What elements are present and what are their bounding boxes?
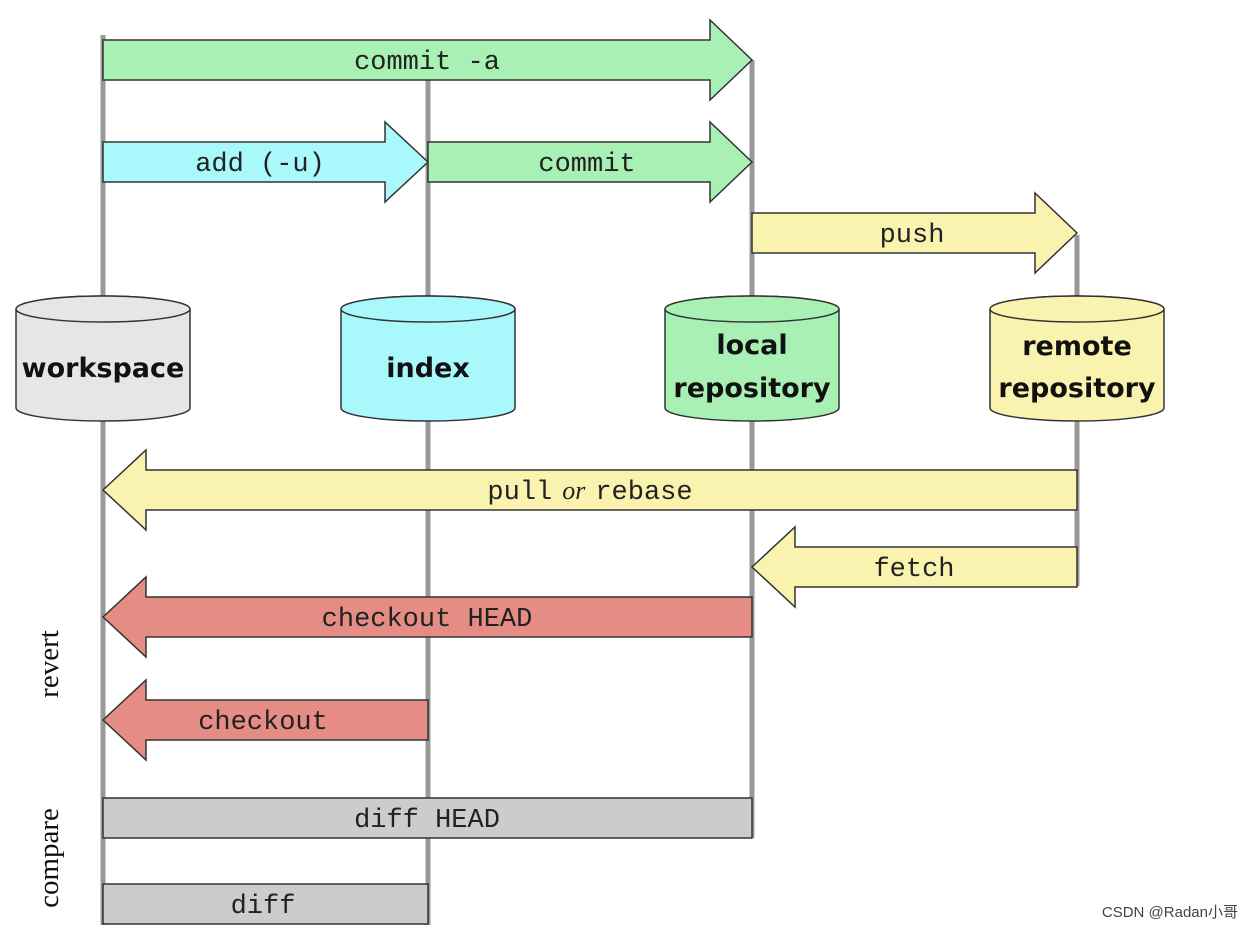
local-repository-cylinder-top (664, 295, 840, 323)
watermark: CSDN @Radan小哥 (1102, 904, 1238, 921)
workspace-label: workspace (22, 353, 185, 384)
index-store: index (340, 295, 516, 422)
local-repository-label-line2: repository (673, 373, 831, 404)
push-label: push (880, 221, 945, 251)
pull-or-rebase-arrow-shape (101, 448, 1078, 532)
fetch-arrow-shape (750, 525, 1078, 609)
or-word: or (562, 476, 586, 505)
revert-side-label: revert (33, 630, 65, 698)
remote-repository-label-line1: remote (1022, 331, 1132, 362)
push-arrow: push (751, 191, 1079, 275)
index-cylinder-top (340, 295, 516, 323)
add-arrow: add (-u) (102, 120, 430, 204)
commit-label: commit (538, 150, 635, 180)
diff-bar-shape (102, 883, 429, 925)
commit-a-label: commit -a (354, 48, 500, 78)
checkout-head-arrow: checkout HEAD (101, 575, 753, 659)
local-repository-label-line1: local (716, 330, 787, 361)
workspace-store: workspace (15, 295, 191, 422)
diff-head-label: diff HEAD (354, 806, 500, 836)
workspace-cylinder-top (15, 295, 191, 323)
pull-or-rebase-label: pull or rebase (487, 476, 692, 508)
checkout-head-label: checkout HEAD (322, 605, 533, 635)
checkout-head-arrow-shape (101, 575, 753, 659)
diff-head-bar-shape (102, 797, 753, 839)
add-label: add (-u) (195, 150, 325, 180)
add-arrow-shape (102, 120, 430, 204)
remote-repository-store: remote repository (989, 295, 1165, 422)
compare-side-label: compare (33, 808, 65, 908)
index-label: index (386, 353, 470, 384)
fetch-arrow: fetch (750, 525, 1078, 609)
diff-bar: diff (102, 883, 429, 925)
pull-or-rebase-arrow: pull or rebase (101, 448, 1078, 532)
rebase-word: rebase (595, 478, 692, 508)
commit-arrow-shape (427, 120, 754, 204)
diff-label: diff (231, 892, 296, 922)
fetch-label: fetch (873, 555, 954, 585)
diff-head-bar: diff HEAD (102, 797, 753, 839)
push-arrow-shape (751, 191, 1079, 275)
commit-a-arrow-shape (102, 18, 754, 102)
commit-a-arrow: commit -a (102, 18, 754, 102)
remote-repository-label-line2: repository (998, 373, 1156, 404)
commit-arrow: commit (427, 120, 754, 204)
checkout-arrow-shape (101, 678, 429, 762)
pull-word: pull (487, 478, 552, 508)
remote-repository-cylinder-top (989, 295, 1165, 323)
local-repository-store: local repository (664, 295, 840, 422)
checkout-label: checkout (198, 708, 328, 738)
checkout-arrow: checkout (101, 678, 429, 762)
